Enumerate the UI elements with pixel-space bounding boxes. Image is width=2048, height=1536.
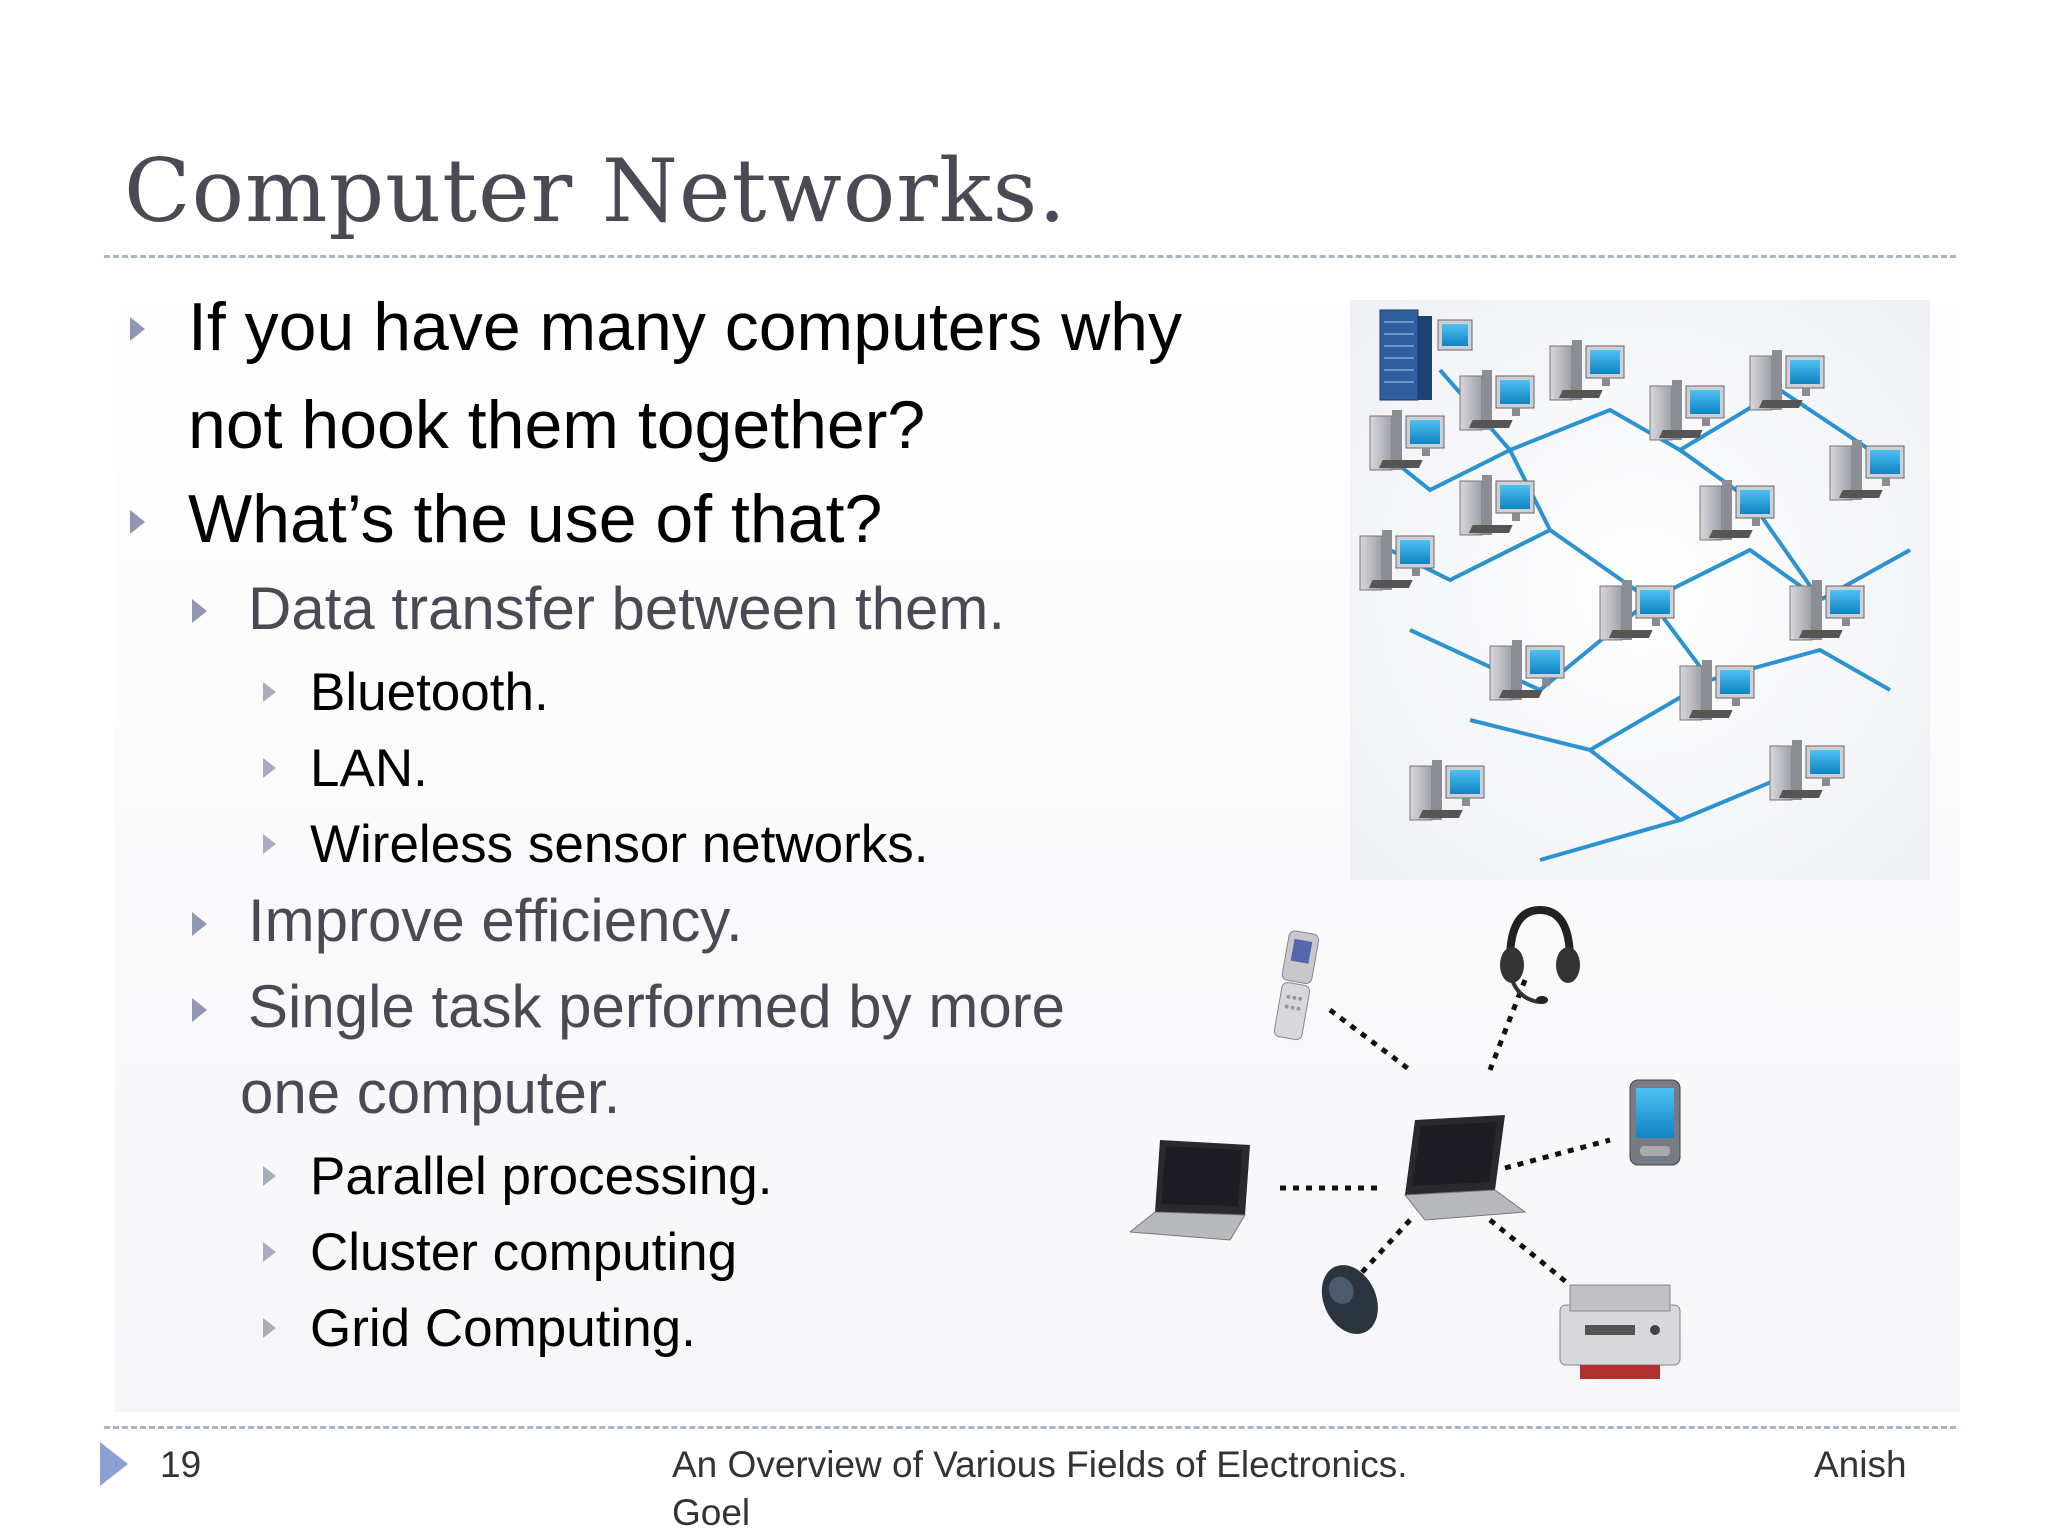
bullet-arrow-icon (263, 834, 276, 854)
bullet-arrow-icon (130, 510, 145, 534)
printer-icon (1559, 1284, 1681, 1379)
sub-sub-bullet-item: Parallel processing. (310, 1147, 773, 1206)
wireless-device-network-illustration (1130, 905, 1681, 1379)
footer-arrow-icon (100, 1442, 128, 1486)
footer-title: An Overview of Various Fields of Electro… (672, 1444, 1408, 1485)
footer-author: Anish (1814, 1444, 1907, 1485)
bullet-arrow-icon (192, 599, 207, 623)
bullet-arrow-icon (192, 912, 207, 936)
bullet-arrow-icon (263, 1166, 276, 1186)
sub-sub-bullet-item: Bluetooth. (310, 663, 549, 722)
headset-icon (1500, 905, 1580, 1004)
bullet-arrow-icon (130, 317, 145, 341)
sub-sub-bullet-item: Cluster computing (310, 1223, 738, 1282)
sub-bullet-item: Single task performed by more (248, 973, 1066, 1040)
bullet-item: If you have many computers why (188, 289, 1183, 365)
page-number: 19 (160, 1444, 202, 1485)
bullet-arrow-icon (263, 1242, 276, 1262)
laptop-icon (1404, 1115, 1527, 1221)
bullet-arrow-icon (263, 758, 276, 778)
sub-sub-bullet-item: LAN. (310, 739, 428, 798)
bullet-arrow-icon (263, 1318, 276, 1338)
sub-sub-bullet-item: Grid Computing. (310, 1299, 696, 1358)
footer-divider (104, 1426, 1956, 1429)
mouse-icon (1321, 1265, 1378, 1334)
title-divider (104, 255, 1956, 258)
sub-bullet-item: Improve efficiency. (248, 887, 743, 954)
bullet-arrow-icon (192, 998, 207, 1022)
bullet-arrow-icon (263, 682, 276, 702)
sub-bullet-item-continuation: one computer. (240, 1059, 621, 1126)
slide-title: Computer Networks. (124, 140, 1067, 242)
bullet-item: What’s the use of that? (188, 481, 883, 557)
mobile-phone-icon (1273, 930, 1320, 1041)
computer-network-illustration (1350, 300, 1930, 880)
sub-bullet-item: Data transfer between them. (248, 575, 1006, 642)
bullet-item-continuation: not hook them together? (188, 387, 926, 463)
footer-title-continuation: Goel (672, 1492, 751, 1533)
pda-icon (1629, 1079, 1681, 1166)
laptop-icon (1130, 1140, 1250, 1241)
sub-sub-bullet-item: Wireless sensor networks. (310, 815, 929, 874)
